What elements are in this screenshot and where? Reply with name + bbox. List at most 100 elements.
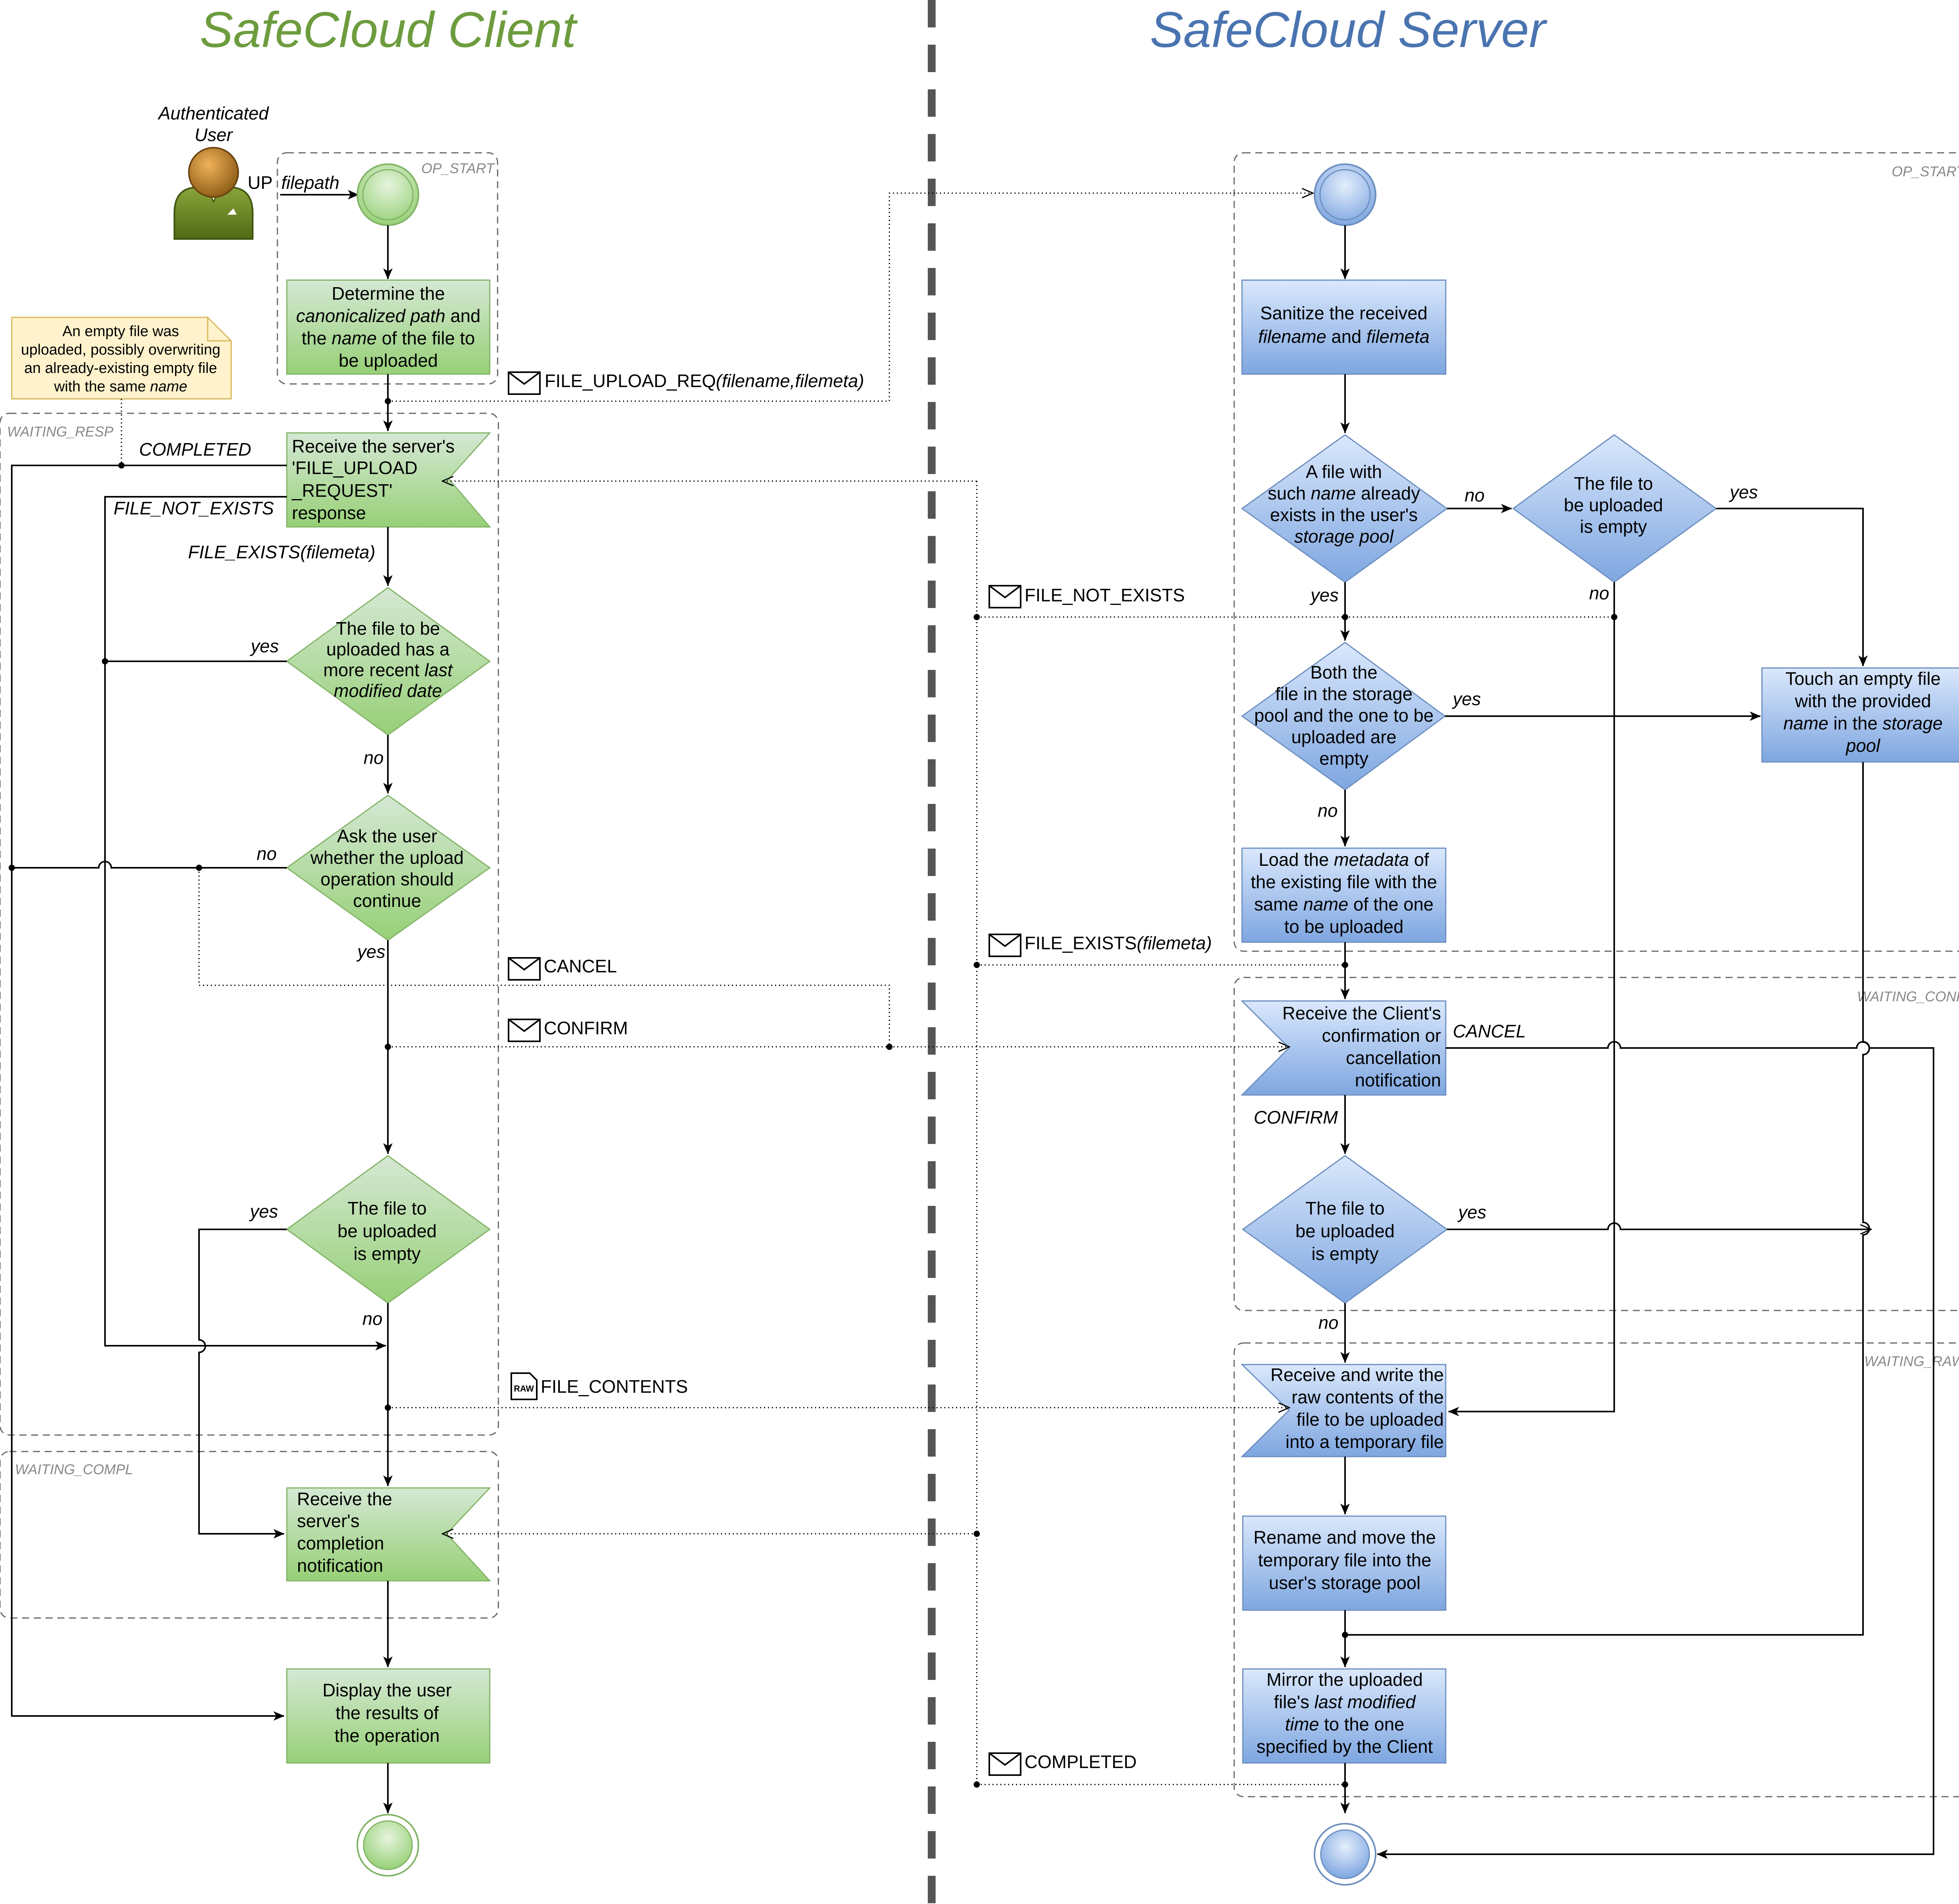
note-line2: uploaded, possibly overwriting <box>21 342 220 358</box>
dec-ask-yes-label: yes <box>356 941 386 962</box>
envelope-icon <box>989 934 1021 957</box>
dec-ask-line3: operation should <box>320 869 454 889</box>
receive-resp-line3: _REQUEST' <box>291 480 393 501</box>
server-dec-empty2-no-label: no <box>1318 1312 1338 1333</box>
client-dec-empty-line2: be uploaded <box>337 1221 436 1241</box>
envelope-icon <box>508 957 541 981</box>
envelope-icon <box>989 1752 1021 1776</box>
empty-file-note: An empty file was uploaded, possibly ove… <box>11 317 232 400</box>
server-dec-empty1-line1: The file to <box>1574 473 1653 494</box>
client-dec-empty-no-label: no <box>362 1309 382 1329</box>
dec-exists-line3: exists in the user's <box>1270 505 1418 525</box>
client-decision-ask-user: Ask the user whether the upload operatio… <box>286 795 491 941</box>
load-metadata-action: Load the metadata of the existing file w… <box>1241 847 1447 943</box>
note-line3: an already-existing empty file <box>24 360 217 376</box>
dec-ask-line4: continue <box>353 890 421 911</box>
load-line3: same name of the one <box>1254 894 1434 914</box>
group-label: WAITING_RAW <box>1864 1353 1959 1369</box>
group-label: WAITING_COMPL <box>15 1461 133 1477</box>
envelope-icon <box>508 371 541 395</box>
msg-file-not-exists: FILE_NOT_EXISTS <box>1025 585 1185 605</box>
group-label: OP_START <box>421 160 496 176</box>
load-line2: the existing file with the <box>1251 872 1437 892</box>
authenticated-user-actor: Authenticated User <box>157 103 269 240</box>
determine-line2: canonicalized path and <box>296 306 481 326</box>
receive-completion-notification: Receive the server's completion notifica… <box>286 1487 491 1582</box>
client-dec-empty-line1: The file to <box>348 1198 427 1218</box>
dec-exists-line1: A file with <box>1306 462 1382 482</box>
dec-both-line1: Both the <box>1310 662 1377 682</box>
server-lane-title: SafeCloud Server <box>1150 2 1548 58</box>
msg-cancel: CANCEL <box>544 956 617 976</box>
server-dec-empty2-line1: The file to <box>1305 1198 1385 1218</box>
mirror-line1: Mirror the uploaded <box>1267 1669 1423 1690</box>
dec-date-no-label: no <box>364 747 384 768</box>
dec-exists-no-label: no <box>1465 485 1485 505</box>
receive-conf-line4: notification <box>1355 1070 1441 1090</box>
actor-label-line2: User <box>194 125 233 145</box>
receive-raw-line3: file to be uploaded <box>1296 1409 1444 1430</box>
client-end-node <box>357 1814 419 1877</box>
dec-ask-line2: whether the upload <box>310 847 463 868</box>
receive-conf-line2: confirmation or <box>1322 1025 1441 1046</box>
dec-exists-line2: such name already <box>1268 483 1420 503</box>
mirror-line4: specified by the Client <box>1257 1736 1433 1757</box>
group-label: WAITING_RESP <box>7 424 113 440</box>
up-command-arg: filepath <box>281 172 339 193</box>
server-confirm-label: CONFIRM <box>1254 1107 1338 1128</box>
receive-raw-contents-action: Receive and write the raw contents of th… <box>1240 1364 1447 1457</box>
envelope-icon <box>508 1019 541 1042</box>
load-line4: to be uploaded <box>1284 916 1403 937</box>
display-line1: Display the user <box>322 1680 452 1700</box>
determine-path-action: Determine the canonicalized path and the… <box>286 279 491 375</box>
client-lane-title: SafeCloud Client <box>200 2 578 58</box>
sanitize-action: Sanitize the received filename and filem… <box>1241 279 1447 375</box>
server-dec-empty2-line3: is empty <box>1311 1243 1378 1264</box>
msg-completed: COMPLETED <box>1025 1752 1137 1772</box>
receive-conf-line1: Receive the Client's <box>1282 1003 1441 1023</box>
receive-raw-line4: into a temporary file <box>1285 1432 1444 1452</box>
client-decision-file-empty: The file to be uploaded is empty <box>286 1155 491 1304</box>
determine-line1: Determine the <box>332 283 445 304</box>
msg-file-contents: FILE_CONTENTS <box>541 1376 688 1397</box>
receive-compl-line2: server's <box>297 1511 360 1531</box>
dec-both-yes-label: yes <box>1452 689 1481 709</box>
file-exists-branch-label: FILE_EXISTS(filemeta) <box>188 542 375 562</box>
receive-resp-line2: 'FILE_UPLOAD <box>292 458 418 478</box>
server-dec-empty1-line3: is empty <box>1580 516 1647 537</box>
server-start-node <box>1314 163 1376 226</box>
completed-branch-label: COMPLETED <box>139 439 251 460</box>
note-line1: An empty file was <box>62 323 179 340</box>
rename-line2: temporary file into the <box>1258 1550 1431 1570</box>
server-dec-empty2-line2: be uploaded <box>1295 1221 1394 1241</box>
file-not-exists-branch-label: FILE_NOT_EXISTS <box>114 498 274 518</box>
dec-date-line1: The file to be <box>336 618 440 639</box>
receive-upload-response: Receive the server's 'FILE_UPLOAD _REQUE… <box>286 432 491 528</box>
rename-line1: Rename and move the <box>1253 1527 1436 1547</box>
group-waiting-compl: WAITING_COMPL <box>0 1451 499 1619</box>
receive-raw-line2: raw contents of the <box>1291 1387 1444 1407</box>
server-end-node <box>1314 1823 1376 1886</box>
receive-confirmation-action: Receive the Client's confirmation or can… <box>1240 1000 1447 1096</box>
dec-date-line3: more recent last <box>323 660 453 680</box>
msg-upload-req: FILE_UPLOAD_REQ(filename,filemeta) <box>545 371 864 391</box>
display-results-action: Display the user the results of the oper… <box>286 1668 491 1764</box>
dec-both-no-label: no <box>1318 800 1338 821</box>
rename-move-action: Rename and move the temporary file into … <box>1242 1515 1447 1611</box>
group-waiting-resp: WAITING_RESP <box>0 413 499 1436</box>
dec-empty1-no-label: no <box>1589 583 1609 603</box>
display-line3: the operation <box>335 1725 440 1746</box>
touch-line4: pool <box>1845 735 1881 756</box>
dec-both-line4: uploaded are <box>1291 727 1397 747</box>
dec-both-line3: pool and the one to be <box>1254 705 1434 726</box>
note-line4: with the same name <box>54 378 187 395</box>
receive-raw-line1: Receive and write the <box>1271 1365 1444 1385</box>
server-dec-empty2-yes-label: yes <box>1457 1202 1486 1222</box>
dec-date-line4: modified date <box>334 681 442 701</box>
envelope-icon <box>989 585 1021 608</box>
dec-ask-no-label: no <box>257 843 277 864</box>
dec-empty1-yes-label: yes <box>1729 482 1758 502</box>
client-decision-newer-date: The file to be uploaded has a more recen… <box>286 587 491 736</box>
dec-date-yes-label: yes <box>250 636 279 656</box>
